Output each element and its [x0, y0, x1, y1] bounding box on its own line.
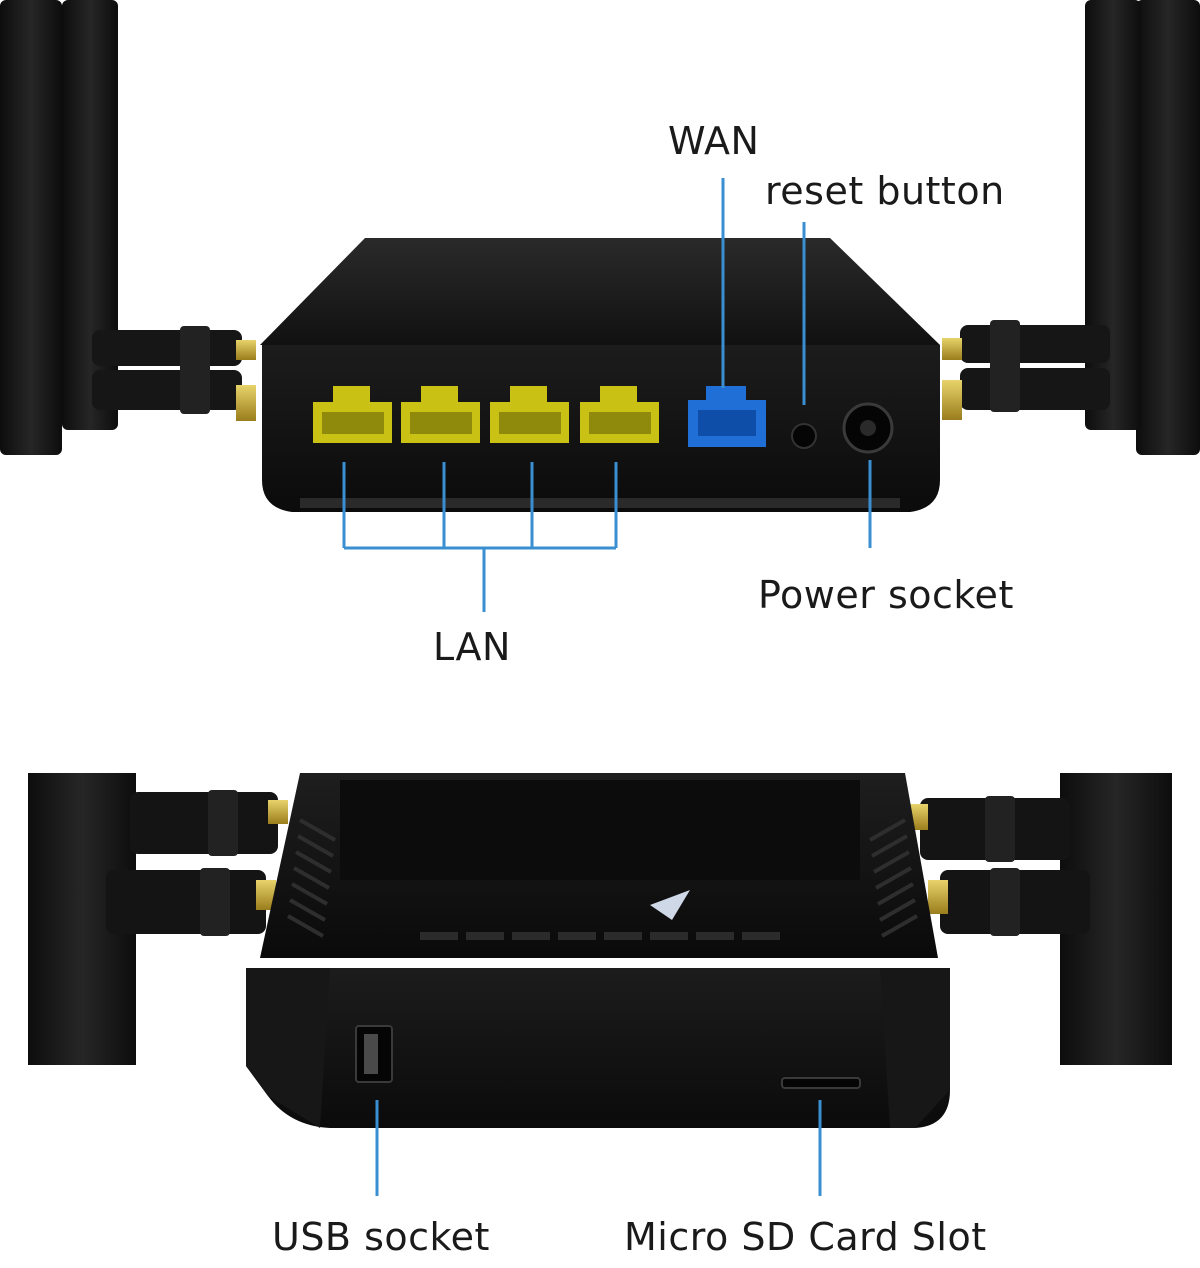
ethernet-port-icon [490, 386, 569, 443]
usb-socket-label: USB socket [272, 1215, 490, 1259]
router-rear-view [0, 0, 1200, 512]
micro-sd-label: Micro SD Card Slot [624, 1215, 987, 1259]
antenna-icon [910, 773, 1172, 1065]
lan-label: LAN [433, 625, 511, 669]
wan-label: WAN [668, 119, 760, 163]
ethernet-port-icon [401, 386, 480, 443]
led-indicators [420, 932, 780, 940]
router-front-view [28, 773, 1172, 1128]
antenna-icon [0, 0, 256, 455]
callout-lines-top [342, 178, 872, 612]
callout-lines-bottom [375, 1100, 822, 1196]
antenna-icon [942, 0, 1200, 455]
ethernet-port-icon [313, 386, 392, 443]
reset-button-label: reset button [765, 169, 1005, 213]
ethernet-port-icon [688, 386, 766, 447]
power-socket-label: Power socket [758, 573, 1014, 617]
sd-slot-icon [781, 1077, 861, 1089]
usb-port-icon [355, 1025, 393, 1083]
reset-hole-icon [791, 423, 817, 449]
ethernet-port-icon [580, 386, 659, 443]
power-jack-icon [842, 402, 894, 454]
antenna-icon [28, 773, 288, 1065]
